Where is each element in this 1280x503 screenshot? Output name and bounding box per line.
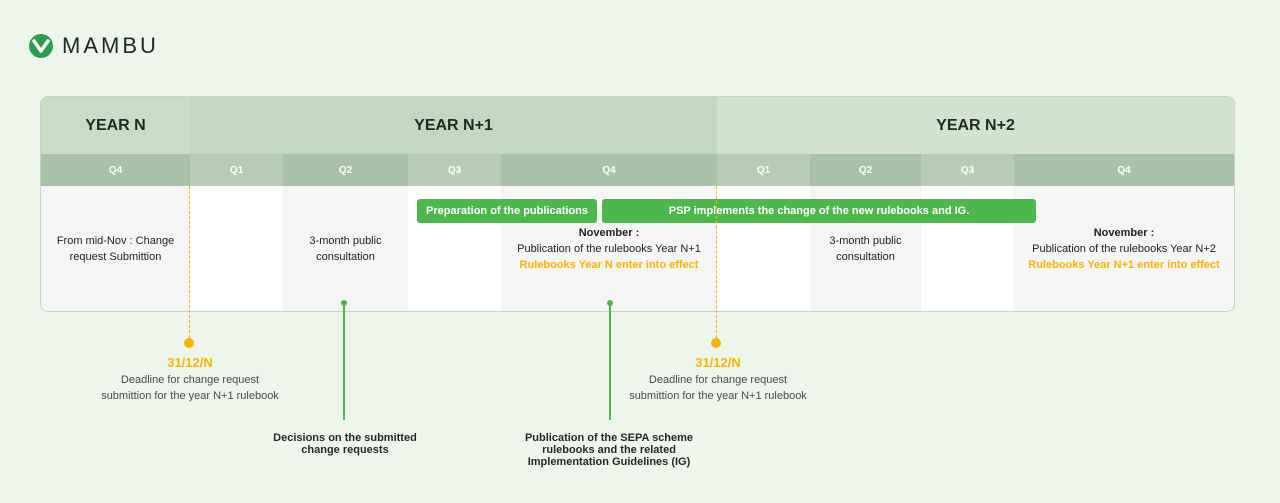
deadline-marker-line <box>716 186 717 338</box>
connector-line <box>609 303 611 420</box>
cell-year-n2-q4: November : Publication of the rulebooks … <box>1014 186 1234 311</box>
preparation-bar: Preparation of the publications <box>417 199 597 223</box>
deadline-date: 31/12/N <box>695 355 741 370</box>
connector-line <box>343 303 345 420</box>
year-header-n1: YEAR N+1 <box>190 97 717 154</box>
deadline-text: Deadline for change request submittion f… <box>101 374 279 402</box>
deadline-text: Deadline for change request submittion f… <box>629 374 807 402</box>
quarter-header: Q2 <box>283 154 408 186</box>
november-label: November : <box>1093 226 1155 239</box>
deadline-marker-line <box>189 186 190 338</box>
cell-year-n1-q2: 3-month public consultation <box>283 186 408 311</box>
year-header-n: YEAR N <box>41 97 190 154</box>
quarter-header: Q3 <box>408 154 501 186</box>
quarter-header: Q1 <box>717 154 810 186</box>
deadline-label: 31/12/N Deadline for change request subm… <box>598 354 838 404</box>
mambu-logo-icon <box>29 34 53 58</box>
year-header-n2: YEAR N+2 <box>717 97 1234 154</box>
decisions-note: Decisions on the submitted change reques… <box>273 432 417 456</box>
deadline-dot <box>184 338 194 348</box>
quarter-header: Q1 <box>190 154 283 186</box>
quarter-header: Q4 <box>41 154 190 186</box>
cell-year-n-q4: From mid-Nov : Change request Submittion <box>41 186 190 311</box>
publication-text: Publication of the rulebooks Year N+2 <box>1032 242 1216 255</box>
deadline-date: 31/12/N <box>167 355 213 370</box>
mambu-logo: MAMBU <box>28 32 159 60</box>
change-request-text: From mid-Nov : Change request Submittion <box>56 234 175 263</box>
publication-text: Publication of the rulebooks Year N+1 <box>517 242 701 255</box>
brand-name: MAMBU <box>62 33 159 58</box>
effect-text: Rulebooks Year N+1 enter into effect <box>1028 258 1220 271</box>
deadline-dot <box>711 338 721 348</box>
quarter-header: Q4 <box>1014 154 1234 186</box>
quarter-header: Q3 <box>921 154 1014 186</box>
psp-implementation-bar: PSP implements the change of the new rul… <box>602 199 1036 223</box>
deadline-label: 31/12/N Deadline for change request subm… <box>70 354 310 404</box>
november-label: November : <box>578 226 640 239</box>
timeline-table: YEAR N YEAR N+1 YEAR N+2 Q4 Q1 Q2 Q3 Q4 … <box>40 96 1235 312</box>
publication-note: Publication of the SEPA scheme rulebooks… <box>524 432 694 468</box>
quarter-header: Q2 <box>810 154 921 186</box>
quarter-header: Q4 <box>501 154 717 186</box>
effect-text: Rulebooks Year N enter into effect <box>519 258 699 271</box>
consultation-text: 3-month public consultation <box>829 234 902 263</box>
consultation-text: 3-month public consultation <box>309 234 382 263</box>
cell-year-n1-q1 <box>190 186 283 311</box>
